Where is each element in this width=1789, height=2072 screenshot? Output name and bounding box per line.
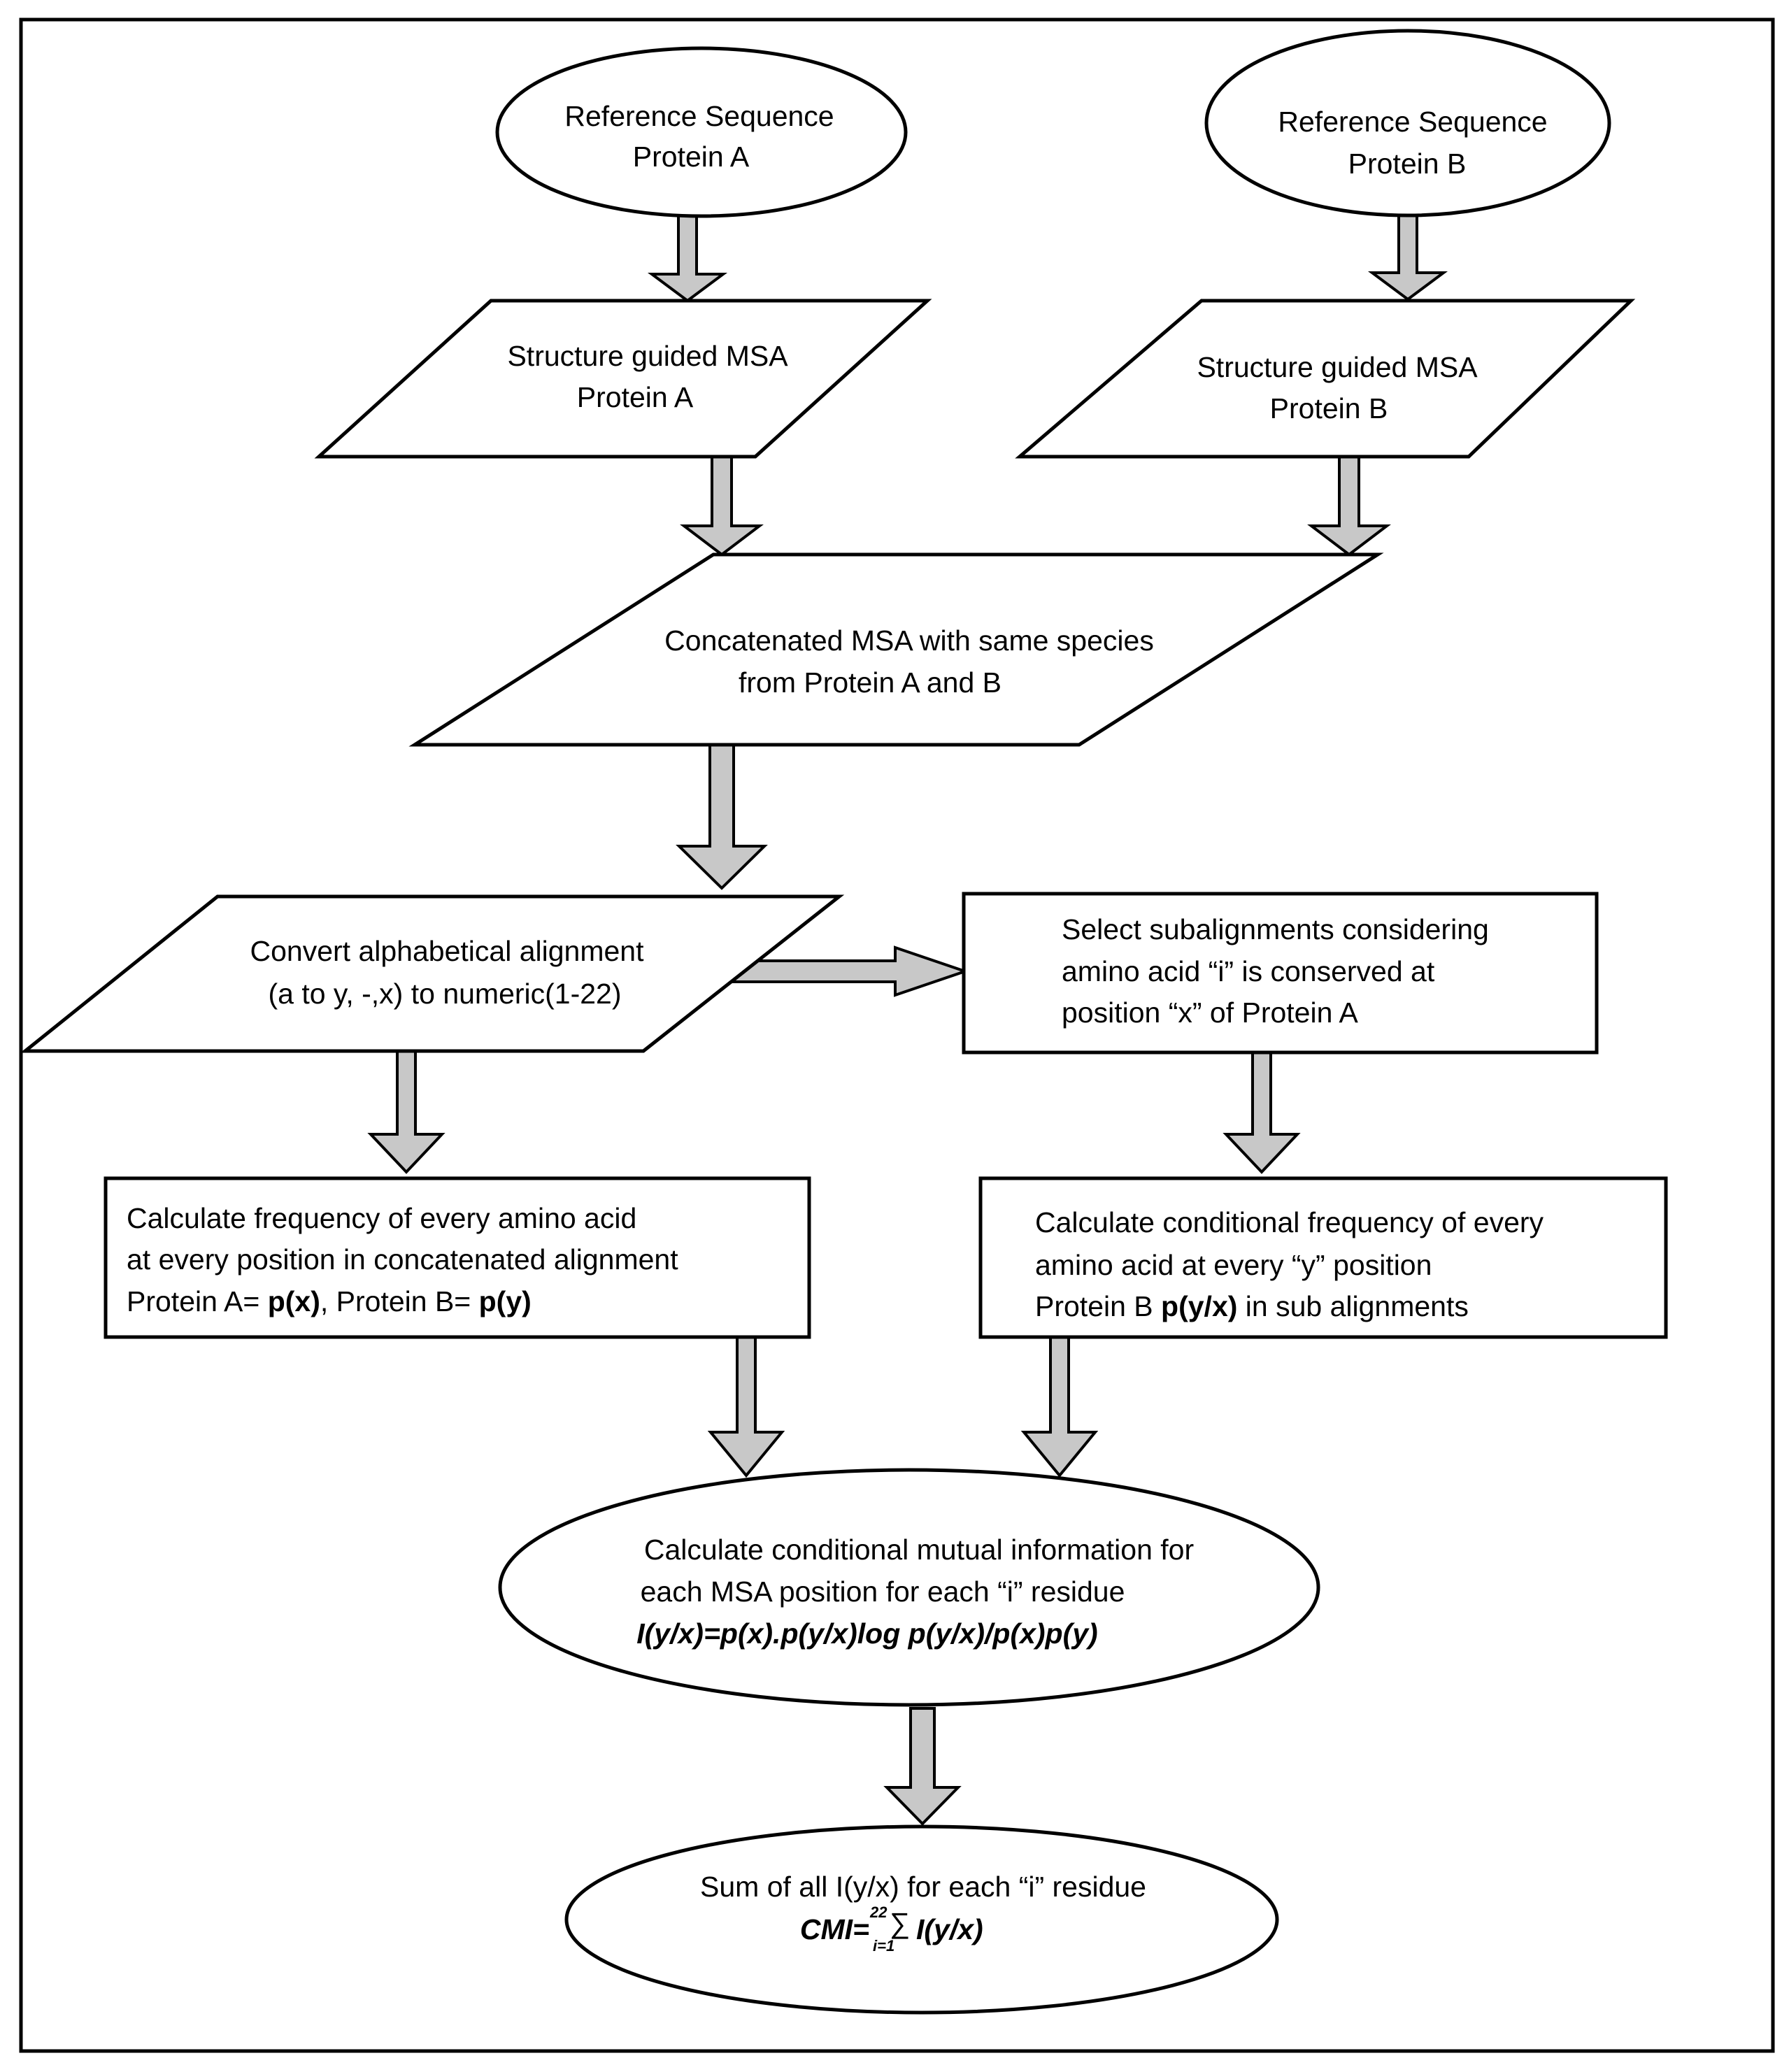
msa-b-line1: Structure guided MSA: [1197, 351, 1478, 383]
arrow-convert-to-select: [720, 945, 970, 997]
sum-formula-lhs: CMI=: [800, 1913, 869, 1945]
cmi-calc-line1: Calculate conditional mutual information…: [644, 1534, 1194, 1566]
arrow-convert-to-freq: [367, 1050, 446, 1174]
node-cmi-calc: Calculate conditional mutual information…: [498, 1468, 1320, 1707]
concat-line1: Concatenated MSA with same species: [664, 624, 1154, 657]
cmi-formula: I(y/x)=p(x).p(y/x)log p(y/x)/p(x)p(y): [636, 1617, 1097, 1650]
select-line1: Select subalignments considering: [1062, 913, 1489, 945]
sum-formula: CMI= 22 ∑ i=1 I(y/x): [800, 1903, 983, 1955]
sum-formula-rhs: I(y/x): [916, 1913, 983, 1945]
ref-a-line2: Protein A: [633, 141, 750, 173]
msa-a-line2: Protein A: [577, 381, 694, 413]
arrow-msa-b-to-concat: [1307, 455, 1391, 557]
msa-b-line2: Protein B: [1270, 392, 1388, 424]
cond-freq-pyx: p(y/x): [1161, 1290, 1237, 1322]
freq-line3-c: , Protein B=: [320, 1285, 479, 1317]
freq-line1: Calculate frequency of every amino acid: [127, 1202, 636, 1234]
freq-line2: at every position in concatenated alignm…: [127, 1243, 678, 1276]
ref-a-line1: Reference Sequence: [564, 100, 834, 132]
sum-line1: Sum of all I(y/x) for each “i” residue: [700, 1871, 1146, 1903]
arrow-cmi-to-sum: [883, 1707, 962, 1826]
node-convert: Convert alphabetical alignment (a to y, …: [20, 894, 845, 1053]
freq-py: p(y): [479, 1285, 532, 1317]
concat-line2: from Protein A and B: [739, 666, 1002, 699]
node-ref-a: Reference Sequence Protein A: [495, 46, 908, 218]
cond-freq-line1: Calculate conditional frequency of every: [1035, 1206, 1544, 1238]
freq-line3: Protein A= p(x), Protein B= p(y): [127, 1285, 532, 1317]
select-line3: position “x” of Protein A: [1062, 996, 1359, 1029]
ref-b-line1: Reference Sequence: [1278, 106, 1547, 138]
arrow-ref-b-to-msa-b: [1367, 214, 1448, 301]
cond-freq-line2: amino acid at every “y” position: [1035, 1249, 1432, 1281]
arrow-msa-a-to-concat: [680, 455, 764, 557]
cond-freq-line3-c: in sub alignments: [1237, 1290, 1468, 1322]
cond-freq-line3: Protein B p(y/x) in sub alignments: [1035, 1290, 1469, 1322]
arrow-freq-to-cmi: [707, 1336, 785, 1478]
cmi-calc-line2: each MSA position for each “i” residue: [641, 1576, 1125, 1608]
node-cond-freq: Calculate conditional frequency of every…: [978, 1176, 1668, 1339]
arrow-ref-a-to-msa-a: [647, 214, 728, 303]
arrow-cond-freq-to-cmi: [1020, 1336, 1099, 1478]
node-sum: Sum of all I(y/x) for each “i” residue C…: [564, 1824, 1279, 2015]
arrow-concat-to-convert: [676, 743, 768, 890]
outer-border: [19, 17, 1775, 2053]
convert-line2: (a to y, -,x) to numeric(1-22): [268, 978, 621, 1010]
ref-b-line2: Protein B: [1348, 148, 1467, 180]
msa-a-line1: Structure guided MSA: [507, 340, 788, 372]
convert-line1: Convert alphabetical alignment: [250, 935, 645, 967]
freq-line3-a: Protein A=: [127, 1285, 268, 1317]
freq-px: p(x): [268, 1285, 320, 1317]
select-line2: amino acid “i” is conserved at: [1062, 955, 1435, 987]
node-freq: Calculate frequency of every amino acid …: [104, 1176, 811, 1339]
node-msa-a: Structure guided MSA Protein A: [314, 299, 932, 459]
node-msa-b: Structure guided MSA Protein B: [1015, 299, 1636, 459]
node-select: Select subalignments considering amino a…: [962, 892, 1599, 1055]
node-concat: Concatenated MSA with same species from …: [408, 552, 1384, 747]
sum-formula-sigma: ∑: [890, 1907, 910, 1939]
sum-formula-sup: 22: [869, 1903, 888, 1921]
arrow-select-to-cond-freq: [1223, 1051, 1301, 1174]
sum-formula-sub: i=1: [873, 1937, 894, 1955]
node-ref-b: Reference Sequence Protein B: [1204, 29, 1611, 217]
cond-freq-line3-a: Protein B: [1035, 1290, 1161, 1322]
